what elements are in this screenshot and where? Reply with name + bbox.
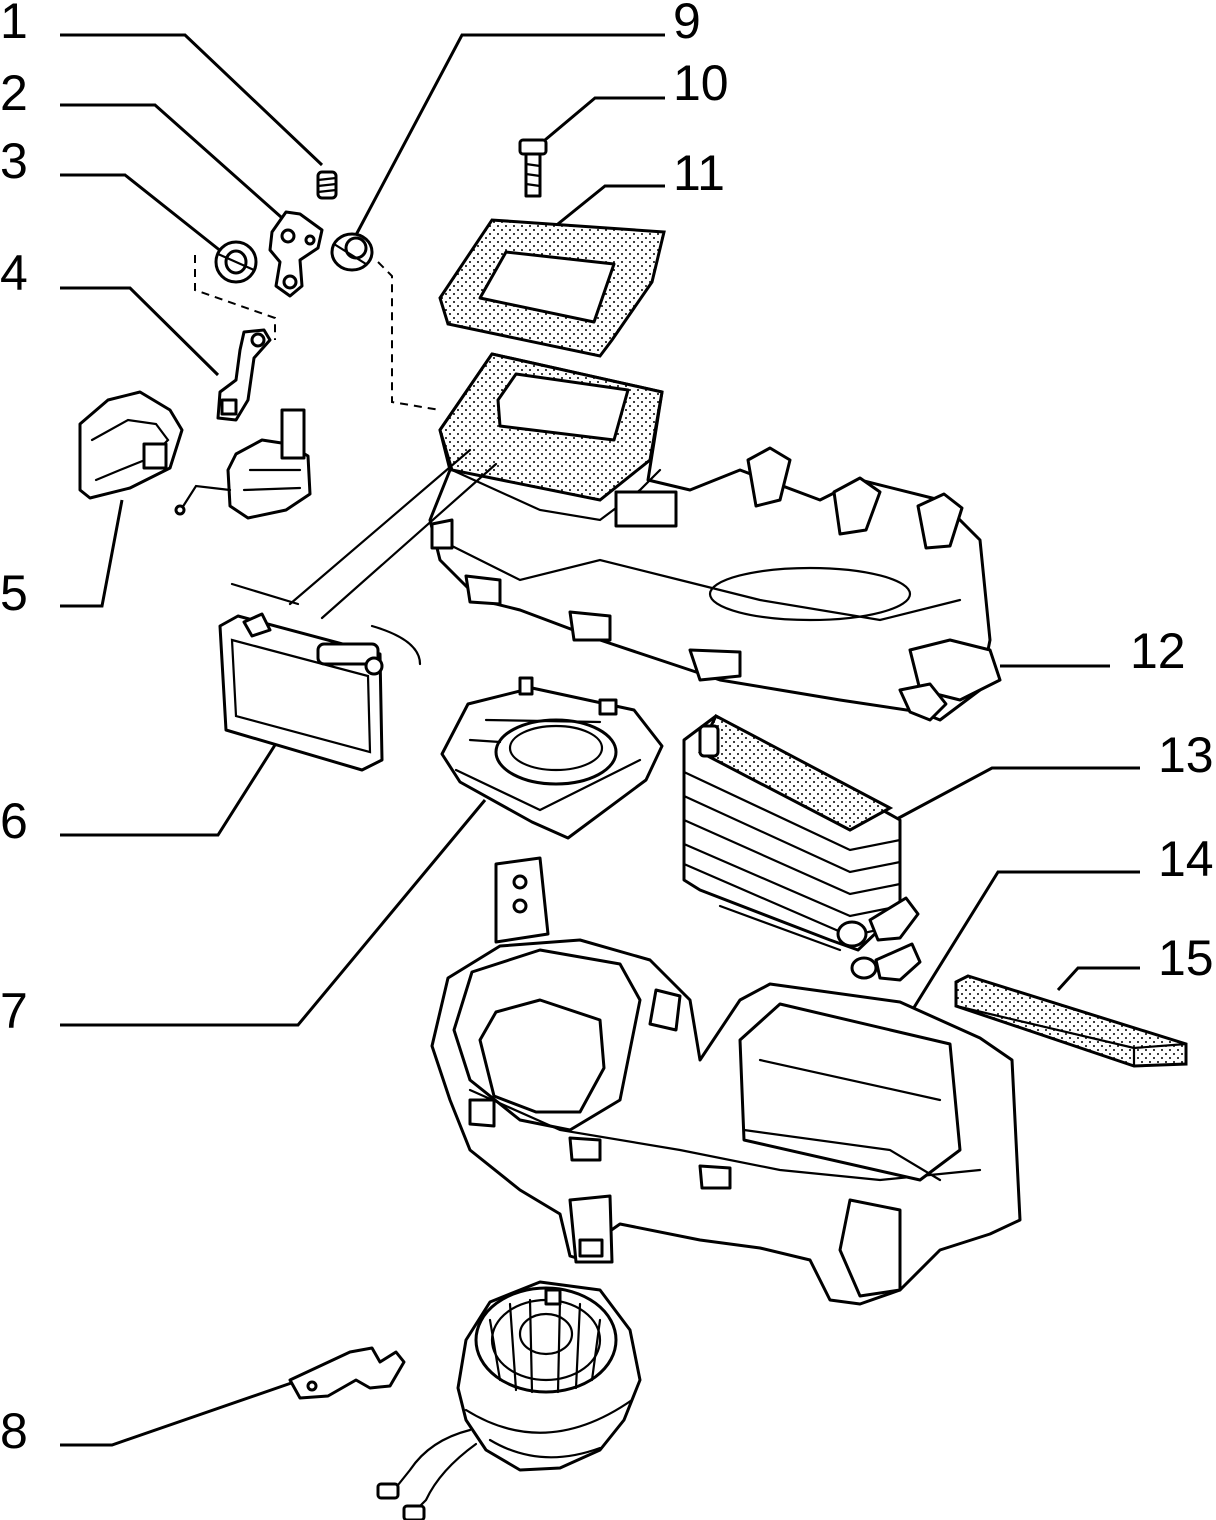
part-3-grommet bbox=[214, 240, 258, 284]
callout-label: 10 bbox=[673, 55, 729, 111]
part-12-upper-housing bbox=[428, 352, 1002, 722]
part-5-resistor-bracket bbox=[78, 390, 312, 520]
callout-label: 4 bbox=[0, 245, 28, 301]
callout-9: 9 bbox=[354, 0, 701, 236]
callout-10: 10 bbox=[544, 55, 729, 142]
callout-2: 2 bbox=[0, 65, 291, 227]
callout-label: 2 bbox=[0, 65, 28, 121]
part-1-spring bbox=[316, 170, 338, 200]
part-6-flap-door bbox=[218, 612, 384, 772]
callout-6: 6 bbox=[0, 744, 277, 849]
arc-line bbox=[230, 582, 422, 666]
callout-label: 7 bbox=[0, 983, 28, 1039]
callout-label: 11 bbox=[673, 145, 725, 201]
callout-13: 13 bbox=[894, 727, 1214, 822]
callout-label: 14 bbox=[1158, 831, 1214, 887]
part-13-heater-core bbox=[682, 713, 922, 982]
callout-1: 1 bbox=[0, 0, 324, 167]
callout-7: 7 bbox=[0, 799, 487, 1039]
assembly-line bbox=[377, 261, 441, 411]
part-11-gasket bbox=[438, 218, 666, 358]
part-8-blower-motor bbox=[288, 1280, 642, 1520]
part-4-lever-arm bbox=[216, 328, 272, 422]
callout-label: 3 bbox=[0, 133, 28, 189]
callout-label: 6 bbox=[0, 793, 28, 849]
callout-label: 1 bbox=[0, 0, 28, 49]
callout-14: 14 bbox=[903, 831, 1214, 1023]
callout-label: 15 bbox=[1158, 930, 1214, 986]
callout-label: 13 bbox=[1158, 727, 1214, 783]
callout-3: 3 bbox=[0, 133, 223, 254]
callout-label: 12 bbox=[1130, 623, 1186, 679]
callout-5: 5 bbox=[0, 499, 124, 621]
callout-4: 4 bbox=[0, 245, 220, 377]
callout-15: 15 bbox=[1056, 930, 1214, 992]
callout-12: 12 bbox=[1000, 623, 1186, 679]
part-7-blower-support bbox=[440, 676, 664, 840]
callout-11: 11 bbox=[547, 145, 725, 234]
shaft-line bbox=[288, 448, 498, 620]
callout-label: 5 bbox=[0, 565, 28, 621]
part-10-screw bbox=[518, 138, 548, 198]
assembly-line bbox=[194, 255, 276, 340]
part-9-grommet bbox=[330, 232, 374, 272]
callout-label: 9 bbox=[673, 0, 701, 49]
part-2-lever-plate bbox=[268, 210, 324, 298]
part-15-seal-strip bbox=[954, 974, 1188, 1068]
callout-label: 8 bbox=[0, 1403, 28, 1459]
part-14-lower-housing bbox=[430, 856, 1022, 1306]
callout-8: 8 bbox=[0, 1378, 301, 1459]
